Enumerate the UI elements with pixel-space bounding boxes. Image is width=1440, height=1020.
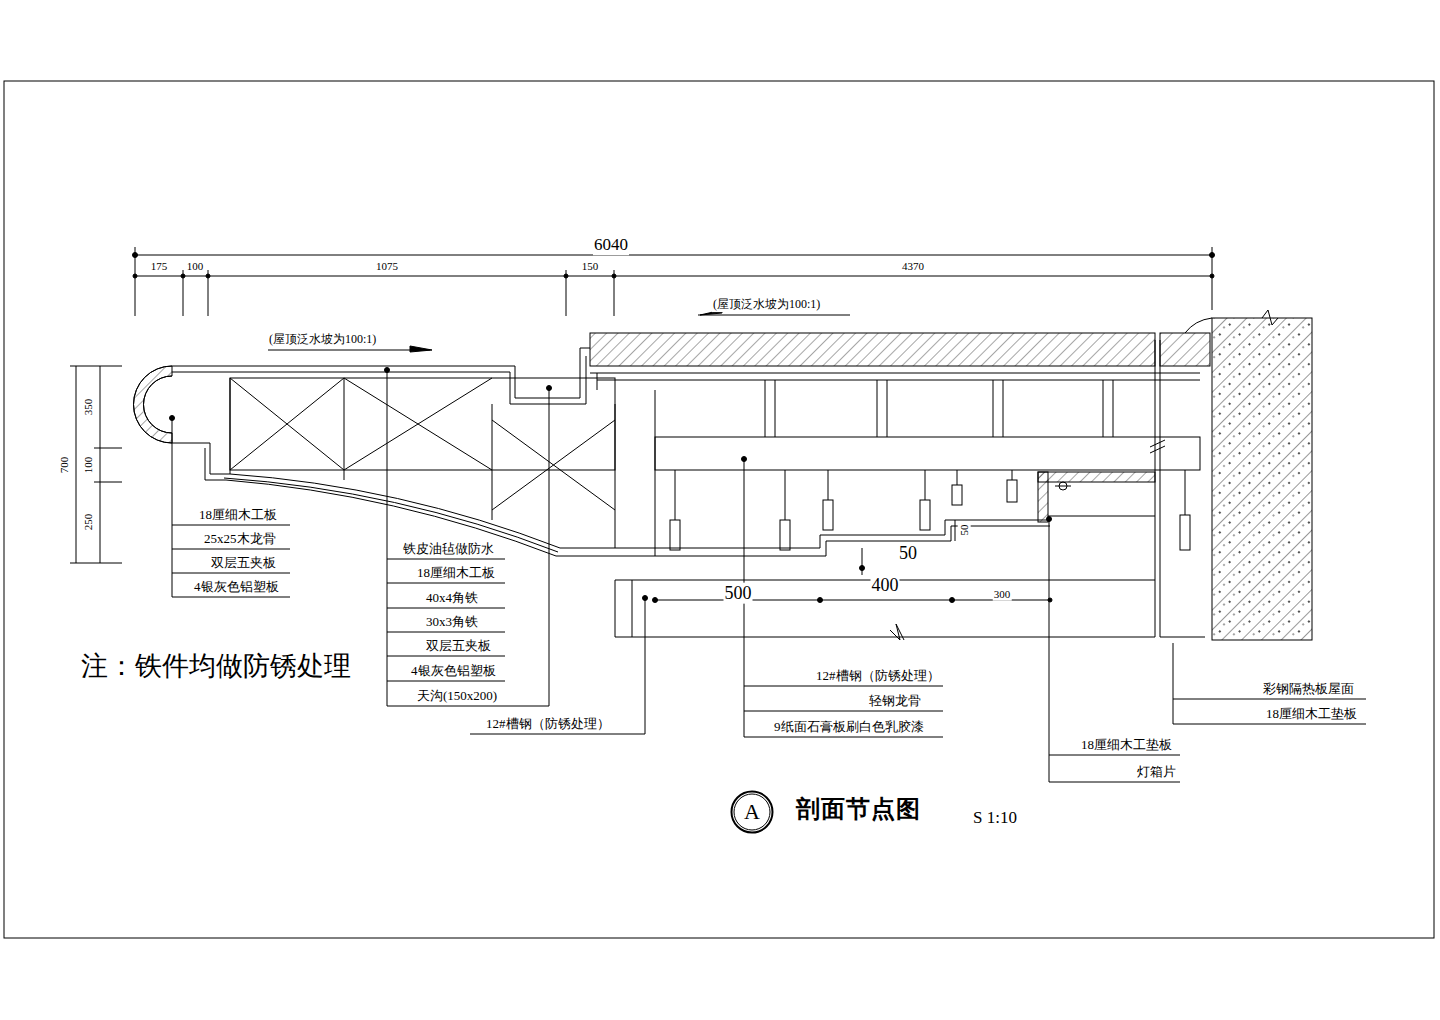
callout-text: 30x3角铁 [425, 615, 479, 630]
dimension: 6040 [593, 235, 629, 255]
callout-text: 40x4角铁 [425, 591, 479, 606]
drawing-title: 剖面节点图 [795, 796, 922, 824]
callout-text: 双层五夹板 [425, 639, 492, 654]
callout-text: 18厘细木工板 [416, 566, 496, 581]
dimension: 500 [724, 583, 753, 604]
dimension: 50 [958, 524, 971, 537]
dimension: 150 [581, 260, 600, 273]
callout-text: 25x25木龙骨 [203, 532, 277, 547]
callout-text: 12#槽钢（防锈处理） [815, 669, 941, 684]
callout-text: 双层五夹板 [210, 556, 277, 571]
callout-text: 铁皮油毡做防水 [402, 542, 495, 557]
dimension: 300 [993, 588, 1012, 601]
scale-text: S 1:10 [972, 808, 1018, 828]
callout-text: 18厘细木工板 [198, 508, 278, 523]
callout-text: 4银灰色铝塑板 [410, 664, 497, 679]
dimension: 100 [82, 456, 95, 475]
section-marker: A [730, 790, 774, 834]
callout-text: 9纸面石膏板刷白色乳胶漆 [773, 720, 925, 735]
dimension: 350 [82, 398, 95, 417]
dimension: 250 [82, 513, 95, 532]
callout-text: 12#槽钢（防锈处理） [485, 717, 611, 732]
callout-text: 轻钢龙骨 [868, 694, 922, 709]
slope-note: (屋顶泛水坡为100:1) [712, 298, 821, 312]
callout-text: 天沟(150x200) [416, 689, 498, 704]
slope-note: (屋顶泛水坡为100:1) [268, 333, 377, 347]
callout-text: 18厘细木工垫板 [1080, 738, 1173, 753]
callout-text: 彩钢隔热板屋面 [1262, 682, 1355, 697]
dimension: 100 [186, 260, 205, 273]
dimension: 50 [898, 543, 918, 564]
dimension: 175 [150, 260, 169, 273]
dimension: 700 [58, 456, 71, 475]
dimension: 4370 [901, 260, 925, 273]
callout-text: 4银灰色铝塑板 [193, 580, 280, 595]
dimension: 1075 [375, 260, 399, 273]
note-text: 注：铁件均做防锈处理 [80, 651, 352, 682]
callout-text: 18厘细木工垫板 [1265, 707, 1358, 722]
section-letter: A [744, 799, 760, 825]
callout-text: 灯箱片 [1136, 765, 1177, 780]
dimension: 400 [871, 575, 900, 596]
